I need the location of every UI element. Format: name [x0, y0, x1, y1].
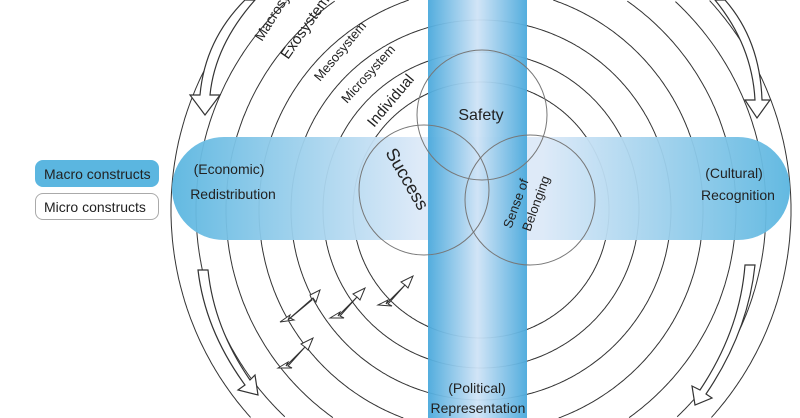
arrow-icon	[197, 269, 259, 396]
double-arrow-icon	[376, 274, 414, 307]
double-arrow-icon	[279, 289, 321, 323]
safety-circle	[416, 49, 548, 181]
safety-label: Safety	[458, 107, 503, 124]
arrow-icon	[188, 0, 256, 116]
arrow-icon	[691, 264, 756, 406]
double-arrow-icon	[276, 336, 314, 369]
arrow-icon	[714, 0, 772, 120]
success-circle	[358, 124, 490, 256]
interaction-arrows	[276, 274, 414, 369]
belonging-circle	[464, 134, 596, 266]
political-label: (Political)	[448, 380, 506, 396]
legend-macro-constructs: Macro constructs	[35, 160, 159, 187]
representation-label: Representation	[431, 400, 526, 416]
double-arrow-icon	[328, 286, 366, 319]
recognition-label: Recognition	[701, 187, 775, 203]
vertical-bar	[428, 0, 527, 418]
cultural-label: (Cultural)	[705, 165, 763, 181]
ring-labels: Macrosystem Exosystem Mesosystem Microsy…	[251, 0, 418, 131]
economic-label: (Economic)	[194, 161, 265, 177]
cycle-arrows	[188, 0, 772, 406]
legend-micro-constructs: Micro constructs	[35, 193, 159, 220]
venn-circles	[358, 49, 596, 266]
redistribution-label: Redistribution	[190, 186, 276, 202]
